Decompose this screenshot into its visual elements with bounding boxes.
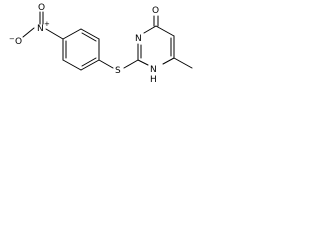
atom-label-o-nitro-top: O [38,3,45,13]
atom-label-s: S [115,66,121,76]
structure-canvas: O − O N + S N N H O [0,0,240,102]
bond-benzene-inner-2 [81,57,97,67]
bond-ring-s [98,59,114,69]
bond-n-lower-c2 [137,59,149,66]
atom-label-n-nitro: N [37,24,44,34]
atom-label-n-upper: N [135,34,142,44]
bond-benzene-6 [62,28,82,40]
bond-n-o-left [22,27,35,38]
atom-label-h: H [150,75,157,85]
atom-label-n-plus: + [44,20,50,28]
atom-label-o-carbonyl: O [152,6,159,16]
bond-benzene-3 [80,59,100,71]
chemical-structure: O − O N + S N N H O [9,3,193,85]
bond-benzene-2 [62,59,82,71]
bond-s-c2 [123,59,139,69]
atom-label-o-nitro-left: O [15,37,22,47]
bond-benzene-5 [80,28,100,40]
bond-benzene-inner-3 [81,32,97,42]
bond-n-upper-c4 [143,25,157,34]
atom-label-n-lower: N [150,65,157,75]
bond-n-ring [45,28,64,40]
atom-label-o-minus: − [9,35,15,43]
bond-c6-n-lower [162,57,175,65]
bond-methyl [173,57,193,69]
bond-c4-c5 [155,25,175,37]
